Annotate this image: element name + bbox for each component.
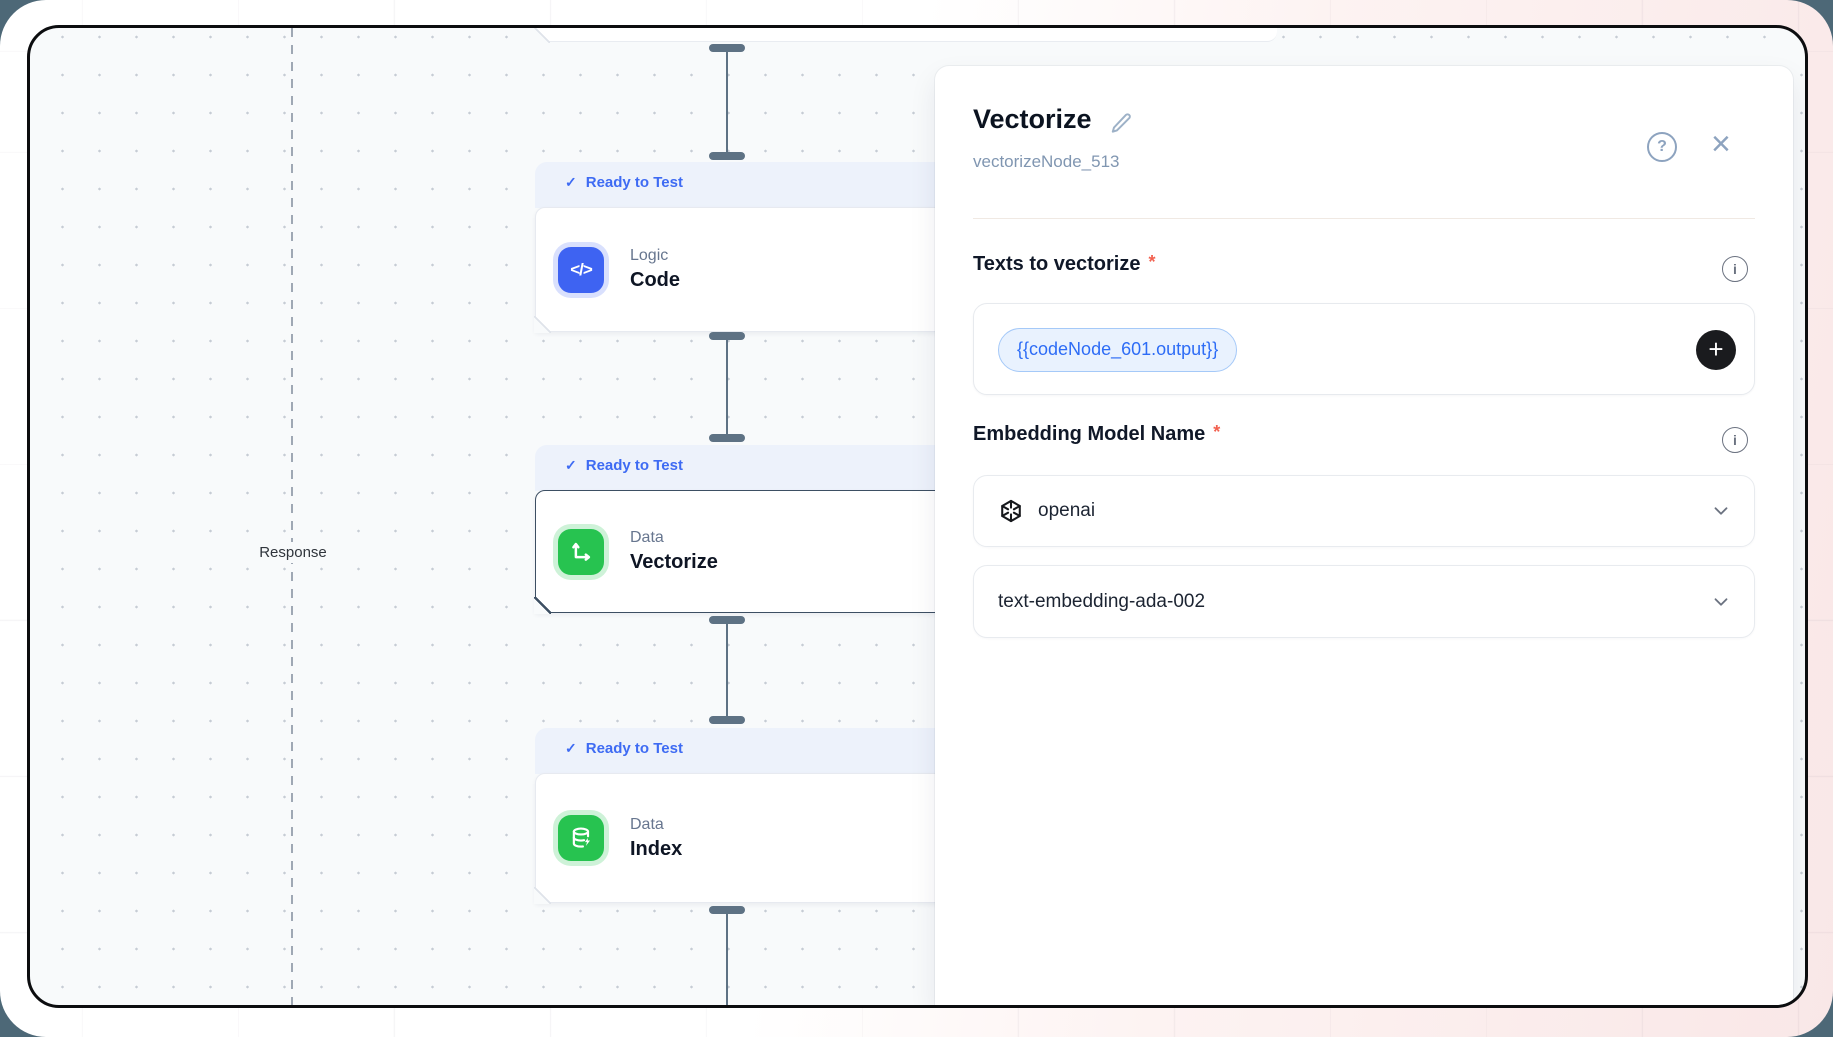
check-icon: ✓ (565, 740, 577, 756)
chevron-down-icon (1710, 500, 1732, 522)
workflow-window: Response ✓ Ready to Test </> Logic Code (27, 25, 1808, 1008)
check-icon: ✓ (565, 457, 577, 473)
add-variable-button[interactable]: + (1696, 330, 1736, 370)
required-asterisk: * (1148, 252, 1156, 272)
panel-divider (973, 218, 1755, 219)
code-icon: </> (558, 246, 604, 293)
connector-line (726, 52, 728, 152)
card-corner-notch (534, 316, 551, 333)
connector-line (726, 914, 728, 1005)
chevron-down-icon (1710, 591, 1732, 613)
openai-logo-icon (998, 498, 1024, 524)
workflow-node-vectorize: ✓ Ready to Test Data Vectorize (534, 445, 952, 614)
texts-to-vectorize-input[interactable]: {{codeNode_601.output}} + (973, 303, 1755, 395)
node-status-badge: ✓ Ready to Test (535, 728, 952, 774)
node-title: Vectorize (630, 551, 718, 573)
model-select[interactable]: text-embedding-ada-002 (973, 565, 1755, 638)
variable-chip[interactable]: {{codeNode_601.output}} (998, 328, 1238, 372)
close-icon[interactable]: × (1711, 125, 1731, 163)
response-section-label: Response (248, 542, 338, 563)
vector-axes-icon (558, 528, 604, 575)
workflow-node-code: ✓ Ready to Test </> Logic Code (534, 162, 952, 333)
node-status-label: Ready to Test (585, 457, 683, 474)
info-icon[interactable]: i (1722, 256, 1748, 282)
connector-port-handle[interactable] (709, 434, 745, 442)
node-card-labels: Data Vectorize (630, 529, 718, 574)
panel-title: Vectorize (973, 104, 1092, 134)
node-status-label: Ready to Test (585, 174, 683, 191)
required-asterisk: * (1213, 422, 1221, 442)
field-label-embedding-model-name: Embedding Model Name* (973, 422, 1221, 445)
connector-port-handle[interactable] (709, 44, 745, 52)
node-id-label: vectorizeNode_513 (973, 152, 1120, 171)
workflow-node-index: ✓ Ready to Test Data Index (534, 728, 952, 904)
edit-pencil-icon[interactable] (1109, 110, 1135, 136)
node-card-partial-top[interactable] (533, 28, 1277, 43)
connector-port-handle[interactable] (709, 716, 745, 724)
database-icon (558, 815, 604, 861)
node-status-label: Ready to Test (585, 740, 683, 757)
node-status-badge: ✓ Ready to Test (535, 445, 952, 491)
connector-line (726, 340, 728, 434)
node-title: Code (630, 269, 680, 291)
node-category: Data (630, 815, 664, 833)
node-card-index[interactable]: Data Index (534, 773, 952, 904)
card-corner-notch (534, 887, 551, 904)
node-category: Logic (630, 247, 669, 264)
response-boundary-dashed-line (291, 28, 293, 1005)
node-card-vectorize[interactable]: Data Vectorize (534, 490, 952, 614)
connector-port-handle[interactable] (709, 616, 745, 624)
info-icon[interactable]: i (1722, 427, 1748, 453)
node-title: Index (630, 837, 683, 860)
node-config-panel: Vectorize vectorizeNode_513 ? × Texts to… (935, 66, 1793, 1005)
model-value: text-embedding-ada-002 (998, 590, 1206, 612)
node-card-labels: Logic Code (630, 247, 680, 292)
node-card-code[interactable]: </> Logic Code (534, 207, 952, 333)
provider-value: openai (1038, 500, 1096, 521)
connector-port-handle[interactable] (709, 332, 745, 340)
check-icon: ✓ (565, 174, 577, 190)
connector-port-handle[interactable] (709, 152, 745, 160)
help-icon[interactable]: ? (1647, 132, 1677, 162)
node-card-labels: Data Index (630, 816, 682, 861)
provider-select[interactable]: openai (973, 475, 1755, 547)
node-category: Data (630, 529, 664, 546)
card-corner-notch (533, 28, 550, 43)
field-label-texts-to-vectorize: Texts to vectorize* (973, 252, 1156, 275)
connector-line (726, 624, 728, 716)
card-corner-notch (534, 597, 551, 614)
node-status-badge: ✓ Ready to Test (535, 162, 952, 208)
connector-port-handle[interactable] (709, 906, 745, 914)
